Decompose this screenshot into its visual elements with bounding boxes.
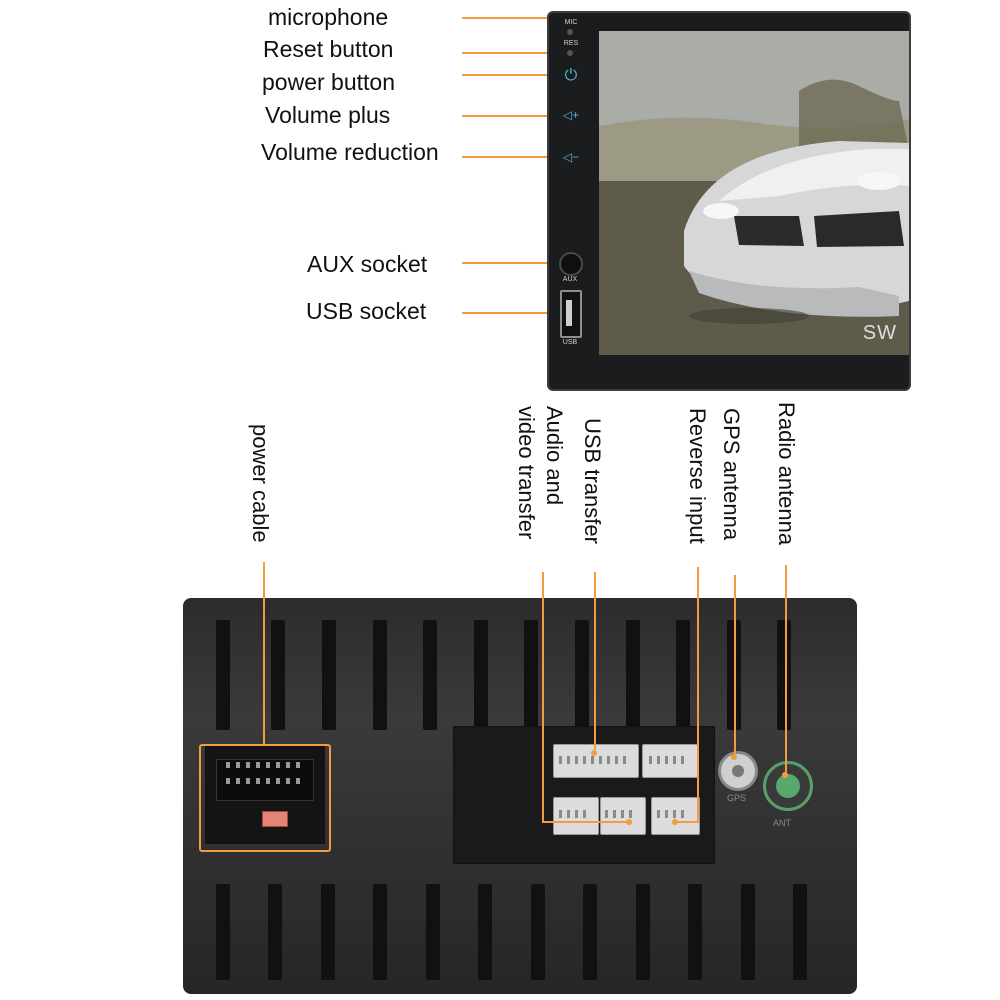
callout-line-reset xyxy=(462,52,562,54)
label-microphone: microphone xyxy=(268,4,389,30)
fuse xyxy=(262,811,288,827)
ant-mark: ANT xyxy=(773,818,791,828)
callout-line-volume-plus xyxy=(462,115,560,117)
gps-mark: GPS xyxy=(727,793,747,803)
head-unit-front: MIC RES ⏻ ◁+ ◁− AUX USB xyxy=(547,11,911,391)
mic-hole xyxy=(567,29,573,35)
leader-gps-antenna xyxy=(734,575,736,755)
dot-audio-video xyxy=(626,819,632,825)
dot-radio-antenna xyxy=(782,772,788,778)
label-aux-socket: AUX socket xyxy=(307,251,428,277)
usb-port[interactable] xyxy=(560,290,582,338)
screen-brand-text: SW xyxy=(862,322,897,344)
fin xyxy=(688,884,702,980)
dot-usb-transfer xyxy=(591,750,597,756)
fin xyxy=(423,620,437,730)
fin xyxy=(524,620,538,730)
label-power-cable: power cable xyxy=(248,424,273,543)
power-connector-pins xyxy=(226,762,300,784)
callout-line-aux xyxy=(462,262,562,264)
leader-power-cable xyxy=(263,562,265,744)
fin xyxy=(373,620,387,730)
gps-antenna-jack[interactable] xyxy=(718,751,758,791)
label-radio-antenna: Radio antenna xyxy=(774,402,799,546)
reset-button[interactable] xyxy=(567,50,573,56)
fin xyxy=(676,620,690,730)
car-photo xyxy=(599,31,909,355)
dot-reverse-input xyxy=(672,819,678,825)
leader-reverse-input-h xyxy=(675,821,699,823)
fin xyxy=(777,620,791,730)
label-usb-socket: USB socket xyxy=(306,298,427,324)
fin xyxy=(321,884,335,980)
fin xyxy=(268,884,282,980)
fin xyxy=(531,884,545,980)
fin xyxy=(216,884,230,980)
label-gps-antenna: GPS antenna xyxy=(719,408,744,541)
fin xyxy=(322,620,336,730)
fin xyxy=(478,884,492,980)
volume-minus-icon[interactable]: ◁− xyxy=(562,150,580,164)
fin xyxy=(426,884,440,980)
callout-line-microphone xyxy=(462,17,562,19)
mic-text: MIC xyxy=(564,19,578,26)
aux-jack[interactable] xyxy=(559,252,583,276)
dot-gps-antenna xyxy=(731,754,737,760)
power-connector-highlight xyxy=(199,744,331,852)
fin xyxy=(216,620,230,730)
head-unit-rear: GPS ANT xyxy=(183,598,857,994)
fin xyxy=(271,620,285,730)
fin xyxy=(474,620,488,730)
fin xyxy=(583,884,597,980)
fin xyxy=(741,884,755,980)
aux-text: AUX xyxy=(562,276,578,283)
label-usb-transfer: USB transfer xyxy=(580,418,605,544)
fin xyxy=(575,620,589,730)
radio-antenna-jack[interactable] xyxy=(763,761,813,811)
callout-line-usb xyxy=(462,312,566,314)
fin xyxy=(626,620,640,730)
leader-audio-video xyxy=(542,572,544,822)
fin xyxy=(636,884,650,980)
callout-line-power xyxy=(462,74,562,76)
power-connector[interactable] xyxy=(205,746,325,844)
label-audio-video-transfer: Audio and video transfer xyxy=(514,406,567,540)
leader-reverse-input xyxy=(697,567,699,822)
power-icon[interactable]: ⏻ xyxy=(564,67,578,84)
label-volume-reduction: Volume reduction xyxy=(261,139,439,165)
touch-screen[interactable]: SW xyxy=(599,31,909,355)
label-volume-plus: Volume plus xyxy=(265,102,391,128)
leader-audio-video-h xyxy=(542,821,632,823)
label-power-button: power button xyxy=(262,69,395,95)
label-reverse-input: Reverse input xyxy=(685,408,710,544)
label-reset-button: Reset button xyxy=(263,36,394,62)
connector-pins xyxy=(559,756,684,818)
usb-text: USB xyxy=(562,339,578,346)
leader-radio-antenna xyxy=(785,565,787,773)
fin xyxy=(793,884,807,980)
leader-usb-transfer xyxy=(594,572,596,750)
volume-plus-icon[interactable]: ◁+ xyxy=(562,108,580,122)
fin xyxy=(373,884,387,980)
callout-line-volume-reduction xyxy=(462,156,560,158)
res-text: RES xyxy=(563,40,579,47)
